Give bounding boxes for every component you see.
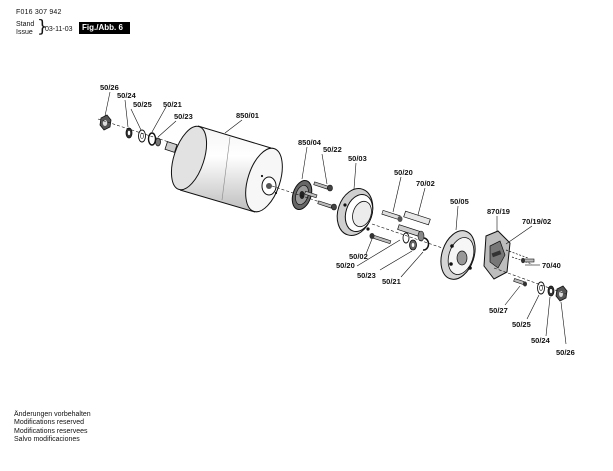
label-850-04: 850/04 bbox=[298, 138, 322, 147]
gearbox-housing-50-03 bbox=[336, 188, 374, 236]
washer-50-25-bottom bbox=[537, 281, 545, 295]
issue-date: 03-11-03 bbox=[45, 26, 73, 33]
label-50-03: 50/03 bbox=[348, 154, 367, 163]
label-70-19-02: 70/19/02 bbox=[522, 217, 551, 226]
washer-50-02 bbox=[402, 232, 410, 244]
label-50-24-bottom: 50/24 bbox=[531, 336, 551, 345]
brace-symbol: } bbox=[37, 17, 48, 37]
nut-50-26-bottom bbox=[555, 285, 568, 302]
leader-lines bbox=[104, 91, 567, 345]
screw-50-27 bbox=[513, 278, 527, 287]
label-50-21-top: 50/21 bbox=[163, 100, 182, 109]
stand-label: Stand bbox=[16, 21, 35, 28]
clip-50-21-bottom bbox=[422, 237, 430, 251]
gear-850-04 bbox=[291, 179, 313, 211]
label-50-23-top: 50/23 bbox=[174, 112, 193, 121]
label-50-26-bottom: 50/26 bbox=[556, 348, 575, 357]
nut-50-26-top bbox=[99, 114, 112, 131]
label-870-19: 870/19 bbox=[487, 207, 510, 216]
screws-50-22 bbox=[304, 181, 337, 211]
washer-50-23-bottom bbox=[409, 239, 417, 251]
washer-50-25-top bbox=[138, 129, 146, 143]
switch-870-19 bbox=[483, 230, 511, 280]
label-50-25-bottom: 50/25 bbox=[512, 320, 531, 329]
figure-label: Fig./Abb. 6 bbox=[79, 22, 130, 34]
label-850-01: 850/01 bbox=[236, 111, 259, 120]
label-50-25-top: 50/25 bbox=[133, 100, 152, 109]
pin-50-20-top bbox=[381, 209, 403, 222]
notice-spanish: Salvo modificaciones bbox=[14, 435, 80, 443]
notice-german: Änderungen vorbehalten bbox=[14, 411, 91, 418]
washer-50-24-bottom bbox=[547, 285, 555, 297]
label-50-20-top: 50/20 bbox=[394, 168, 413, 177]
ring-50-23-top bbox=[155, 137, 161, 147]
label-50-20-bottom: 50/20 bbox=[336, 261, 355, 270]
stand-issue-labels: Stand Issue bbox=[16, 21, 34, 37]
washer-50-24-top bbox=[125, 127, 133, 139]
notice-french: Modifications reservees bbox=[14, 427, 88, 435]
label-50-24-top: 50/24 bbox=[117, 91, 137, 100]
shaft-70-02 bbox=[397, 210, 431, 242]
issue-label: Issue bbox=[16, 29, 33, 36]
bolt-50-20-bottom bbox=[369, 233, 392, 245]
carrier-50-05 bbox=[440, 230, 476, 280]
label-70-02: 70/02 bbox=[416, 179, 435, 188]
ring-50-21-top bbox=[147, 132, 157, 146]
label-50-02: 50/02 bbox=[349, 252, 368, 261]
screw-70-40 bbox=[521, 257, 535, 264]
modification-notice: Änderungen vorbehalten Modifications res… bbox=[14, 411, 91, 444]
label-50-05: 50/05 bbox=[450, 197, 469, 206]
document-number: F016 307 942 bbox=[16, 9, 62, 16]
label-70-40: 70/40 bbox=[542, 261, 561, 270]
label-50-22: 50/22 bbox=[323, 145, 342, 154]
label-50-26-top: 50/26 bbox=[100, 83, 119, 92]
label-50-21-bottom: 50/21 bbox=[382, 277, 401, 286]
motor-housing-850-01 bbox=[164, 125, 283, 213]
label-50-23-bottom: 50/23 bbox=[357, 271, 376, 280]
label-50-27: 50/27 bbox=[489, 306, 508, 315]
notice-english: Modifications reserved bbox=[14, 419, 85, 427]
